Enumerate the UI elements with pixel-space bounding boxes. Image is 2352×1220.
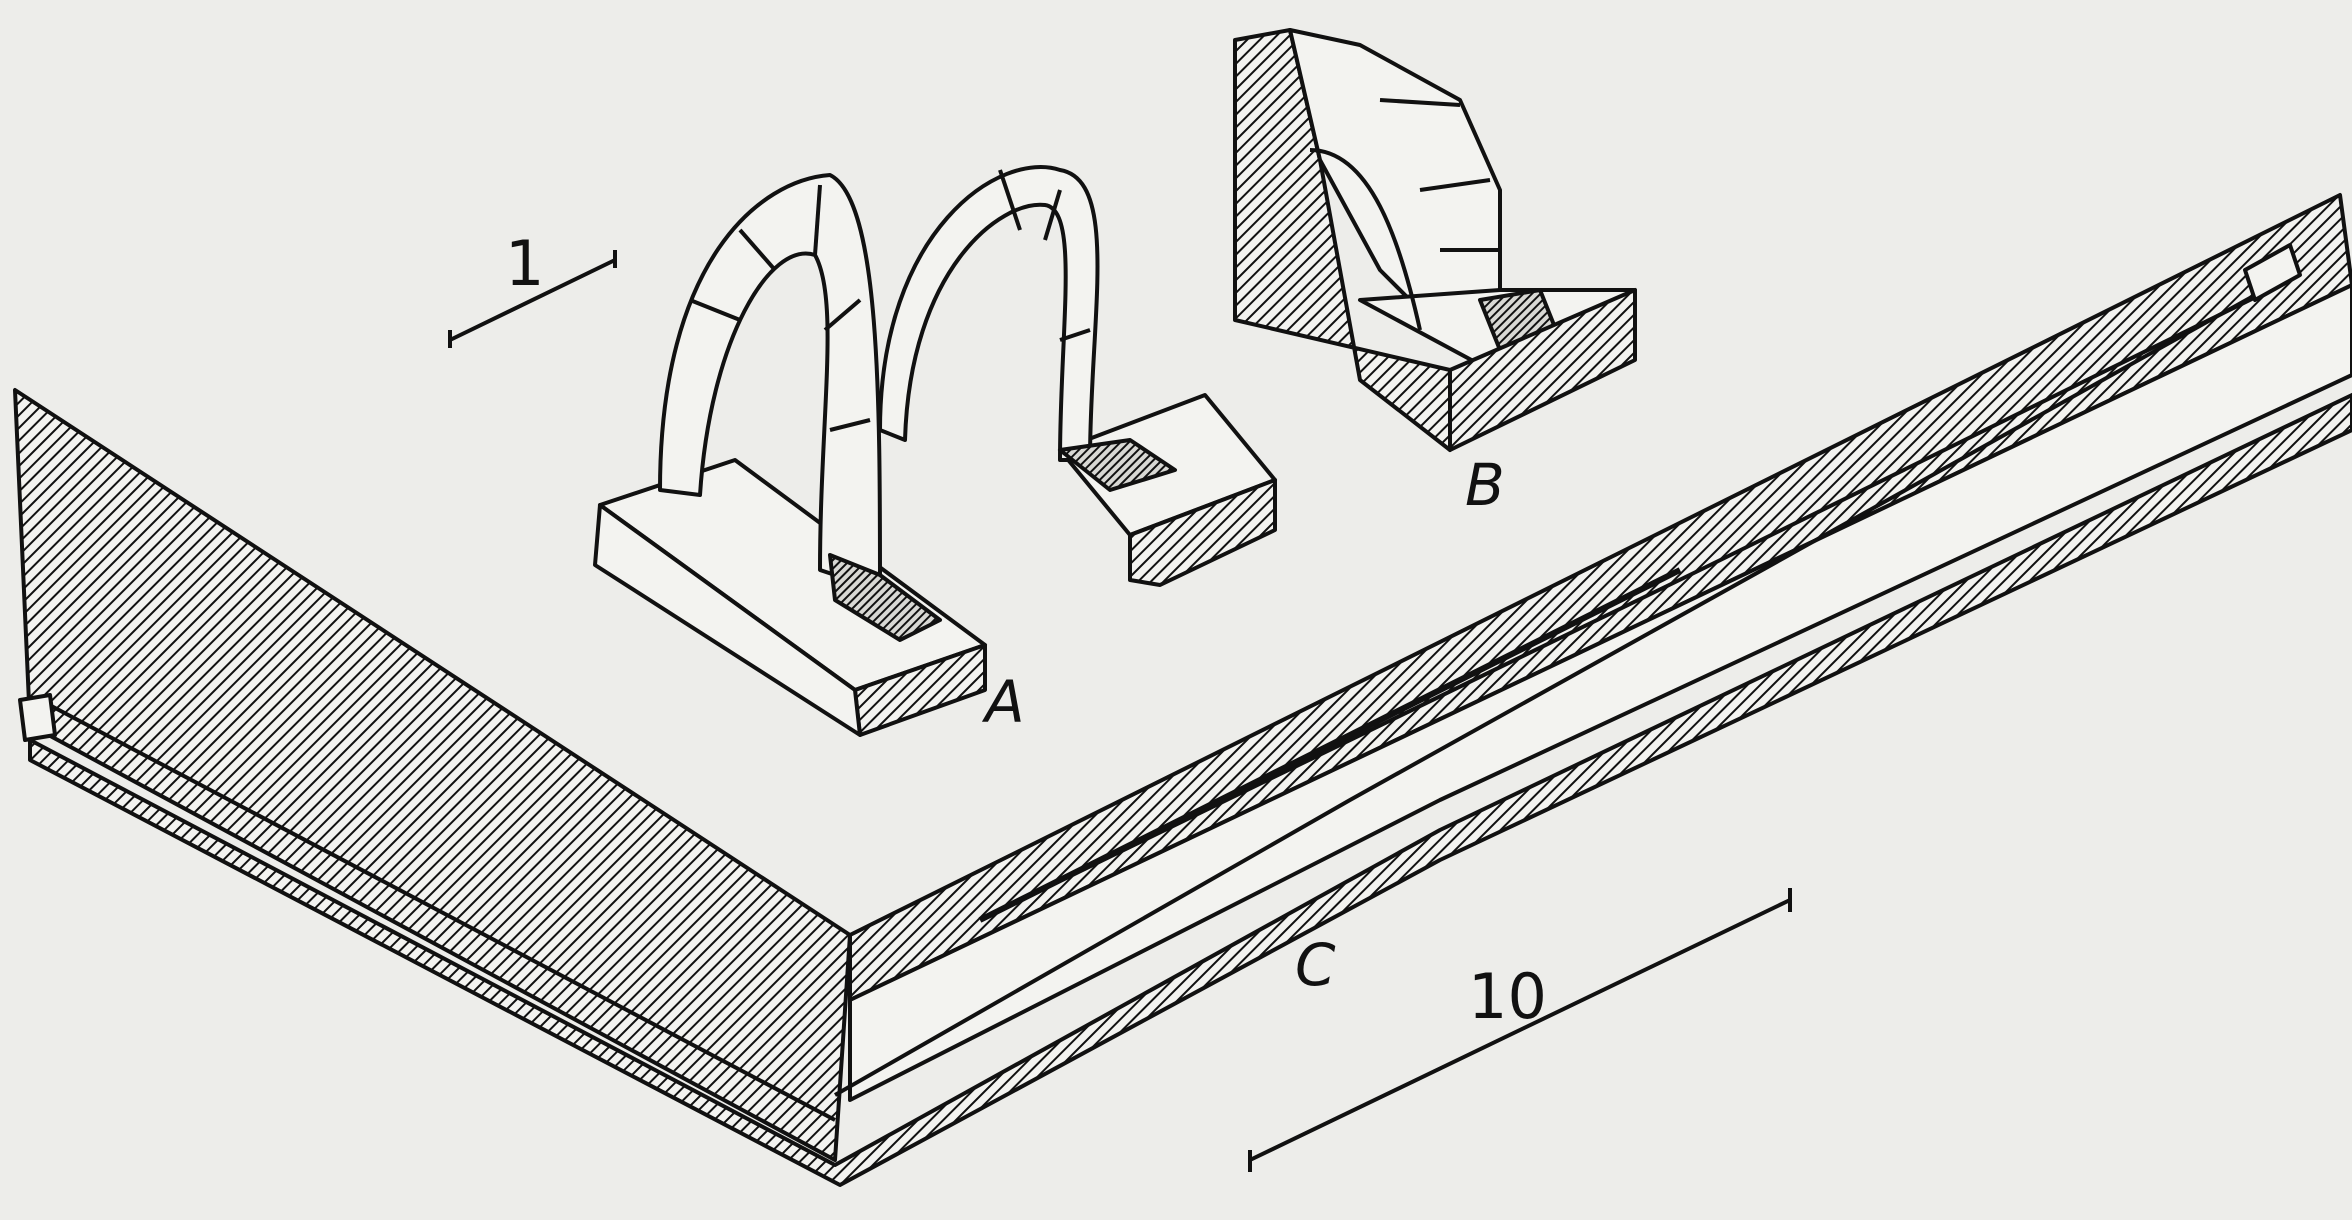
arch-a-front-plinth-face xyxy=(593,503,862,737)
arch-a-joint xyxy=(689,298,741,322)
arch-a-joint xyxy=(738,228,777,272)
scale-bar-large-label: 10 xyxy=(1468,960,1547,1033)
passage-channel-left xyxy=(39,698,836,1122)
structure-b-buttress xyxy=(1233,28,1637,452)
arch-a-joint xyxy=(1059,328,1091,342)
structure-c-passage xyxy=(13,193,2352,1187)
structure-a-arch xyxy=(593,165,1277,737)
passage-right-cap xyxy=(2243,243,2302,302)
arch-a-joint xyxy=(1043,189,1062,241)
passage-dark-line xyxy=(978,567,1682,923)
label-b: B xyxy=(1465,451,1505,519)
scale-bar-small-line xyxy=(449,258,616,342)
arch-a-joint xyxy=(813,184,822,256)
label-c: C xyxy=(1295,931,1336,999)
passage-left-wall xyxy=(13,388,852,1162)
scale-bar-small: 1 xyxy=(448,227,617,348)
arch-a-joint xyxy=(829,418,871,432)
arch-a-rear-plinth-side xyxy=(1128,478,1277,587)
buttress-b-inner-curve xyxy=(1309,148,1422,331)
passage-end-block xyxy=(848,283,2352,1102)
buttress-b-joint xyxy=(1379,98,1461,107)
arch-a-joint xyxy=(998,169,1022,231)
arch-a-pier-shade xyxy=(828,553,942,642)
passage-channel-right xyxy=(834,268,2301,1097)
scale-bar-large: 10 xyxy=(1248,888,1792,1172)
scale-bar-large-line xyxy=(1249,898,1791,1162)
arch-a-rear-arch xyxy=(878,165,1100,462)
passage-left-cap xyxy=(18,693,57,742)
scale-bar-small-label: 1 xyxy=(505,227,544,300)
passage-underside xyxy=(28,393,2352,1187)
buttress-b-base-side xyxy=(1448,288,1637,452)
buttress-b-joint xyxy=(1419,178,1491,192)
arch-a-rear-pier-shade xyxy=(1058,438,1177,492)
label-a: A xyxy=(981,668,1025,736)
arch-a-joint xyxy=(823,298,862,332)
